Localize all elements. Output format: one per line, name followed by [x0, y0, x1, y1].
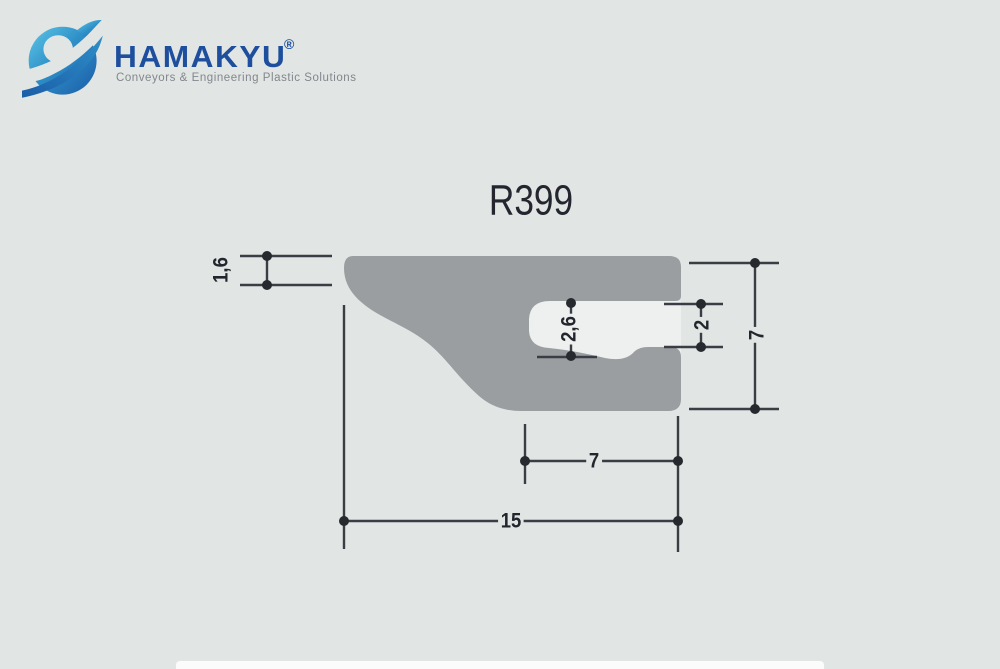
- hamakyu-swirl-icon: [22, 16, 110, 98]
- dimension-groove-width-lines: [523, 416, 680, 552]
- dimension-dots: [262, 251, 760, 526]
- dim-overall-width-label: 15: [498, 510, 524, 532]
- brand-name: HAMAKYU: [114, 39, 287, 74]
- dim-overall-height-label: 7: [746, 327, 769, 343]
- registered-mark: ®: [283, 36, 295, 52]
- profile-shape: [344, 256, 681, 411]
- profile-title: R399: [488, 176, 574, 225]
- dim-opening-height-label: 2: [691, 317, 714, 333]
- hamakyu-logo: HAMAKYU® Conveyors & Engineering Plastic…: [22, 12, 356, 102]
- dim-flange-thickness-label: 1,6: [210, 254, 233, 286]
- dimension-flange-thickness-lines: [240, 254, 332, 287]
- dim-groove-height-label: 2,6: [558, 313, 581, 345]
- bottom-panel-edge: [176, 661, 824, 669]
- dim-groove-width-label: 7: [586, 450, 602, 472]
- brand-tagline: Conveyors & Engineering Plastic Solution…: [116, 72, 357, 84]
